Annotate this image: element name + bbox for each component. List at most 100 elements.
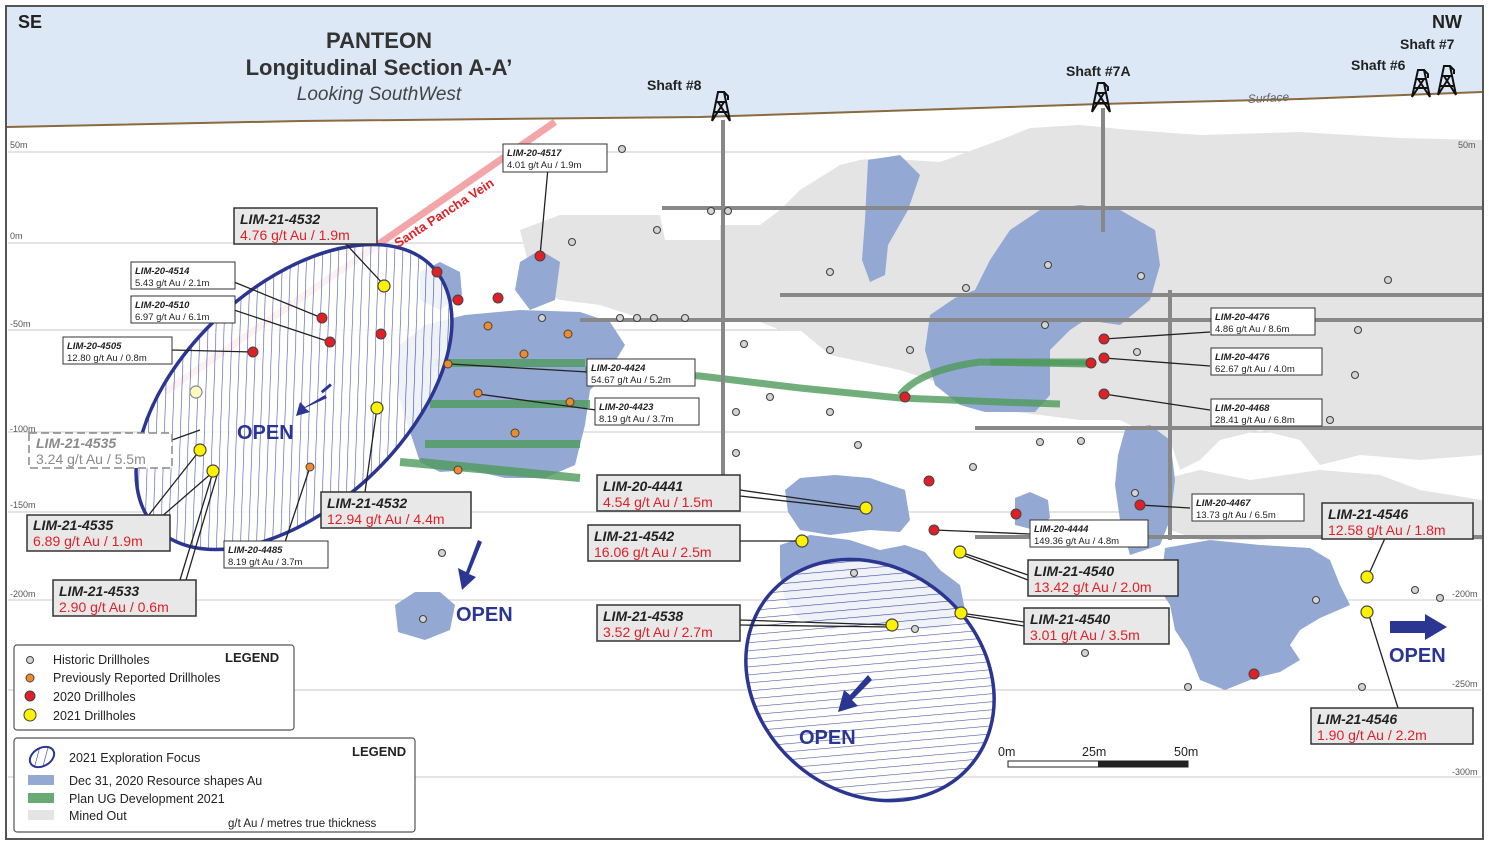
page-title: PANTEON: [326, 28, 432, 53]
legend1-title: LEGEND: [225, 650, 279, 665]
shaft-8-label: Shaft #8: [647, 77, 702, 93]
open-label-3: OPEN: [799, 727, 856, 749]
svg-text:LIM-20-4505: LIM-20-4505: [67, 341, 122, 352]
svg-text:0m: 0m: [998, 745, 1015, 759]
svg-text:5.43 g/t Au / 2.1m: 5.43 g/t Au / 2.1m: [135, 278, 210, 289]
elev-left-0: 0m: [10, 231, 23, 241]
svg-text:Historic Drillholes: Historic Drillholes: [53, 653, 150, 667]
svg-text:LIM-21-4532: LIM-21-4532: [240, 211, 320, 227]
legend-focus-icon: [28, 745, 56, 769]
svg-text:LIM-21-4542: LIM-21-4542: [594, 528, 674, 544]
legend-resource-icon: [28, 775, 54, 785]
shaft-8-headframe: [711, 91, 731, 122]
svg-text:LIM-20-4468: LIM-20-4468: [1215, 403, 1270, 414]
svg-text:4.01 g/t Au / 1.9m: 4.01 g/t Au / 1.9m: [507, 160, 582, 171]
svg-text:LIM-21-4540: LIM-21-4540: [1030, 611, 1110, 627]
svg-text:LIM-21-4540: LIM-21-4540: [1034, 563, 1114, 579]
vein-label: Santa Pancha Vein: [391, 175, 496, 251]
svg-text:8.19 g/t Au / 3.7m: 8.19 g/t Au / 3.7m: [228, 557, 303, 568]
callout-4468: LIM-20-4468 28.41 g/t Au / 6.8m: [1210, 398, 1323, 427]
leader-lines: [147, 167, 1399, 709]
callout-4510: LIM-20-4510 6.97 g/t Au / 6.1m: [130, 295, 236, 324]
svg-text:12.94 g/t Au / 4.4m: 12.94 g/t Au / 4.4m: [327, 511, 445, 527]
callout-4517: LIM-20-4517 4.01 g/t Au / 1.9m: [502, 143, 608, 173]
sky: [7, 7, 1482, 127]
svg-text:25m: 25m: [1082, 745, 1106, 759]
svg-text:LIM-20-4517: LIM-20-4517: [507, 148, 562, 159]
svg-text:LIM-20-4476: LIM-20-4476: [1215, 352, 1270, 363]
svg-text:4.76 g/t Au / 1.9m: 4.76 g/t Au / 1.9m: [240, 227, 350, 243]
svg-text:13.42 g/t Au / 2.0m: 13.42 g/t Au / 2.0m: [1034, 579, 1152, 595]
shaft-7a-label: Shaft #7A: [1066, 63, 1131, 79]
svg-text:1.90 g/t Au / 2.2m: 1.90 g/t Au / 2.2m: [1317, 727, 1427, 743]
se-label: SE: [18, 12, 42, 32]
open-label-2: OPEN: [456, 604, 513, 626]
svg-text:LIM-21-4532: LIM-21-4532: [327, 495, 407, 511]
shaft-7-headframe: [1437, 65, 1457, 96]
svg-text:LIM-20-4424: LIM-20-4424: [591, 363, 646, 374]
callout-21-4542: LIM-21-4542 16.06 g/t Au / 2.5m: [587, 524, 741, 562]
elev-left-50: 50m: [10, 140, 28, 150]
svg-text:2020 Drillholes: 2020 Drillholes: [53, 690, 136, 704]
elev-right-m200: -200m: [1452, 589, 1478, 599]
svg-text:LIM-21-4538: LIM-21-4538: [603, 608, 683, 624]
svg-text:LIM-21-4535: LIM-21-4535: [36, 435, 116, 451]
legend-development-icon: [28, 793, 54, 803]
svg-text:28.41 g/t Au / 6.8m: 28.41 g/t Au / 6.8m: [1215, 415, 1295, 426]
elev-left-m100: -100m: [10, 424, 36, 434]
svg-text:16.06 g/t Au / 2.5m: 16.06 g/t Au / 2.5m: [594, 544, 712, 560]
svg-text:6.97 g/t Au / 6.1m: 6.97 g/t Au / 6.1m: [135, 312, 210, 323]
callout-21-4535: LIM-21-4535 6.89 g/t Au / 1.9m: [26, 514, 171, 552]
drillholes-2021: [193, 279, 1374, 632]
callout-21-4533: LIM-21-4533 2.90 g/t Au / 0.6m: [52, 579, 197, 617]
legend-historic-icon: [26, 656, 34, 664]
svg-text:Previously Reported Drillholes: Previously Reported Drillholes: [53, 671, 220, 685]
svg-text:Dec 31, 2020 Resource shapes A: Dec 31, 2020 Resource shapes Au: [69, 774, 262, 788]
previous-drillholes: [305, 321, 575, 475]
svg-text:2021 Exploration Focus: 2021 Exploration Focus: [69, 751, 200, 765]
open-arrow-2: [458, 540, 482, 590]
svg-text:Mined Out: Mined Out: [69, 809, 127, 823]
callout-21-4546-b: LIM-21-4546 1.90 g/t Au / 2.2m: [1310, 707, 1474, 745]
svg-text:3.01 g/t Au / 3.5m: 3.01 g/t Au / 3.5m: [1030, 627, 1140, 643]
elev-left-m200: -200m: [10, 589, 36, 599]
callout-21-4532-b: LIM-21-4532 12.94 g/t Au / 4.4m: [320, 491, 472, 529]
callout-21-4546-a: LIM-21-4546 12.58 g/t Au / 1.8m: [1321, 502, 1474, 540]
legend-note: g/t Au / metres true thickness: [228, 818, 377, 830]
svg-text:LIM-20-4441: LIM-20-4441: [603, 478, 683, 494]
view-direction: Looking SouthWest: [297, 84, 462, 105]
callout-21-4535-faded: LIM-21-4535 3.24 g/t Au / 5.5m: [28, 432, 173, 469]
open-label-4: OPEN: [1389, 645, 1446, 667]
small-callouts: LIM-20-4517 4.01 g/t Au / 1.9m LIM-20-45…: [62, 143, 1323, 569]
svg-text:8.19 g/t Au / 3.7m: 8.19 g/t Au / 3.7m: [599, 414, 674, 425]
svg-text:62.67 g/t Au / 4.0m: 62.67 g/t Au / 4.0m: [1215, 364, 1295, 375]
callout-21-4540-a: LIM-21-4540 13.42 g/t Au / 2.0m: [1027, 559, 1179, 597]
legend2-title: LEGEND: [352, 744, 406, 759]
svg-text:3.52 g/t Au / 2.7m: 3.52 g/t Au / 2.7m: [603, 624, 713, 640]
open-arrow-1: [296, 383, 332, 416]
drillholes-2020: [247, 250, 1260, 680]
svg-text:50m: 50m: [1174, 745, 1198, 759]
svg-text:LIM-20-4514: LIM-20-4514: [135, 266, 190, 277]
shaft-7a-headframe: [1091, 82, 1111, 113]
svg-text:LIM-21-4533: LIM-21-4533: [59, 583, 139, 599]
svg-text:6.89 g/t Au / 1.9m: 6.89 g/t Au / 1.9m: [33, 533, 143, 549]
svg-text:LIM-20-4510: LIM-20-4510: [135, 300, 190, 311]
callout-4467: LIM-20-4467 13.73 g/t Au / 6.5m: [1191, 493, 1305, 522]
shaft-6-headframe: [1411, 69, 1431, 98]
svg-text:4.54 g/t Au / 1.5m: 4.54 g/t Au / 1.5m: [603, 494, 713, 510]
legend-2021-icon: [23, 708, 37, 722]
svg-text:12.80 g/t Au / 0.8m: 12.80 g/t Au / 0.8m: [67, 353, 147, 364]
svg-text:12.58 g/t Au / 1.8m: 12.58 g/t Au / 1.8m: [1328, 522, 1446, 538]
surface-label: Surface: [1247, 90, 1289, 106]
legend-drillholes: LEGEND Historic Drillholes Previously Re…: [13, 644, 295, 731]
svg-text:54.67 g/t Au / 5.2m: 54.67 g/t Au / 5.2m: [591, 375, 671, 386]
callout-4514: LIM-20-4514 5.43 g/t Au / 2.1m: [130, 261, 236, 290]
open-arrows: [296, 383, 1447, 712]
elev-left-m150: -150m: [10, 500, 36, 510]
legend-2020-icon: [24, 690, 36, 702]
svg-text:LIM-20-4476: LIM-20-4476: [1215, 312, 1270, 323]
elev-right-50: 50m: [1458, 140, 1476, 150]
